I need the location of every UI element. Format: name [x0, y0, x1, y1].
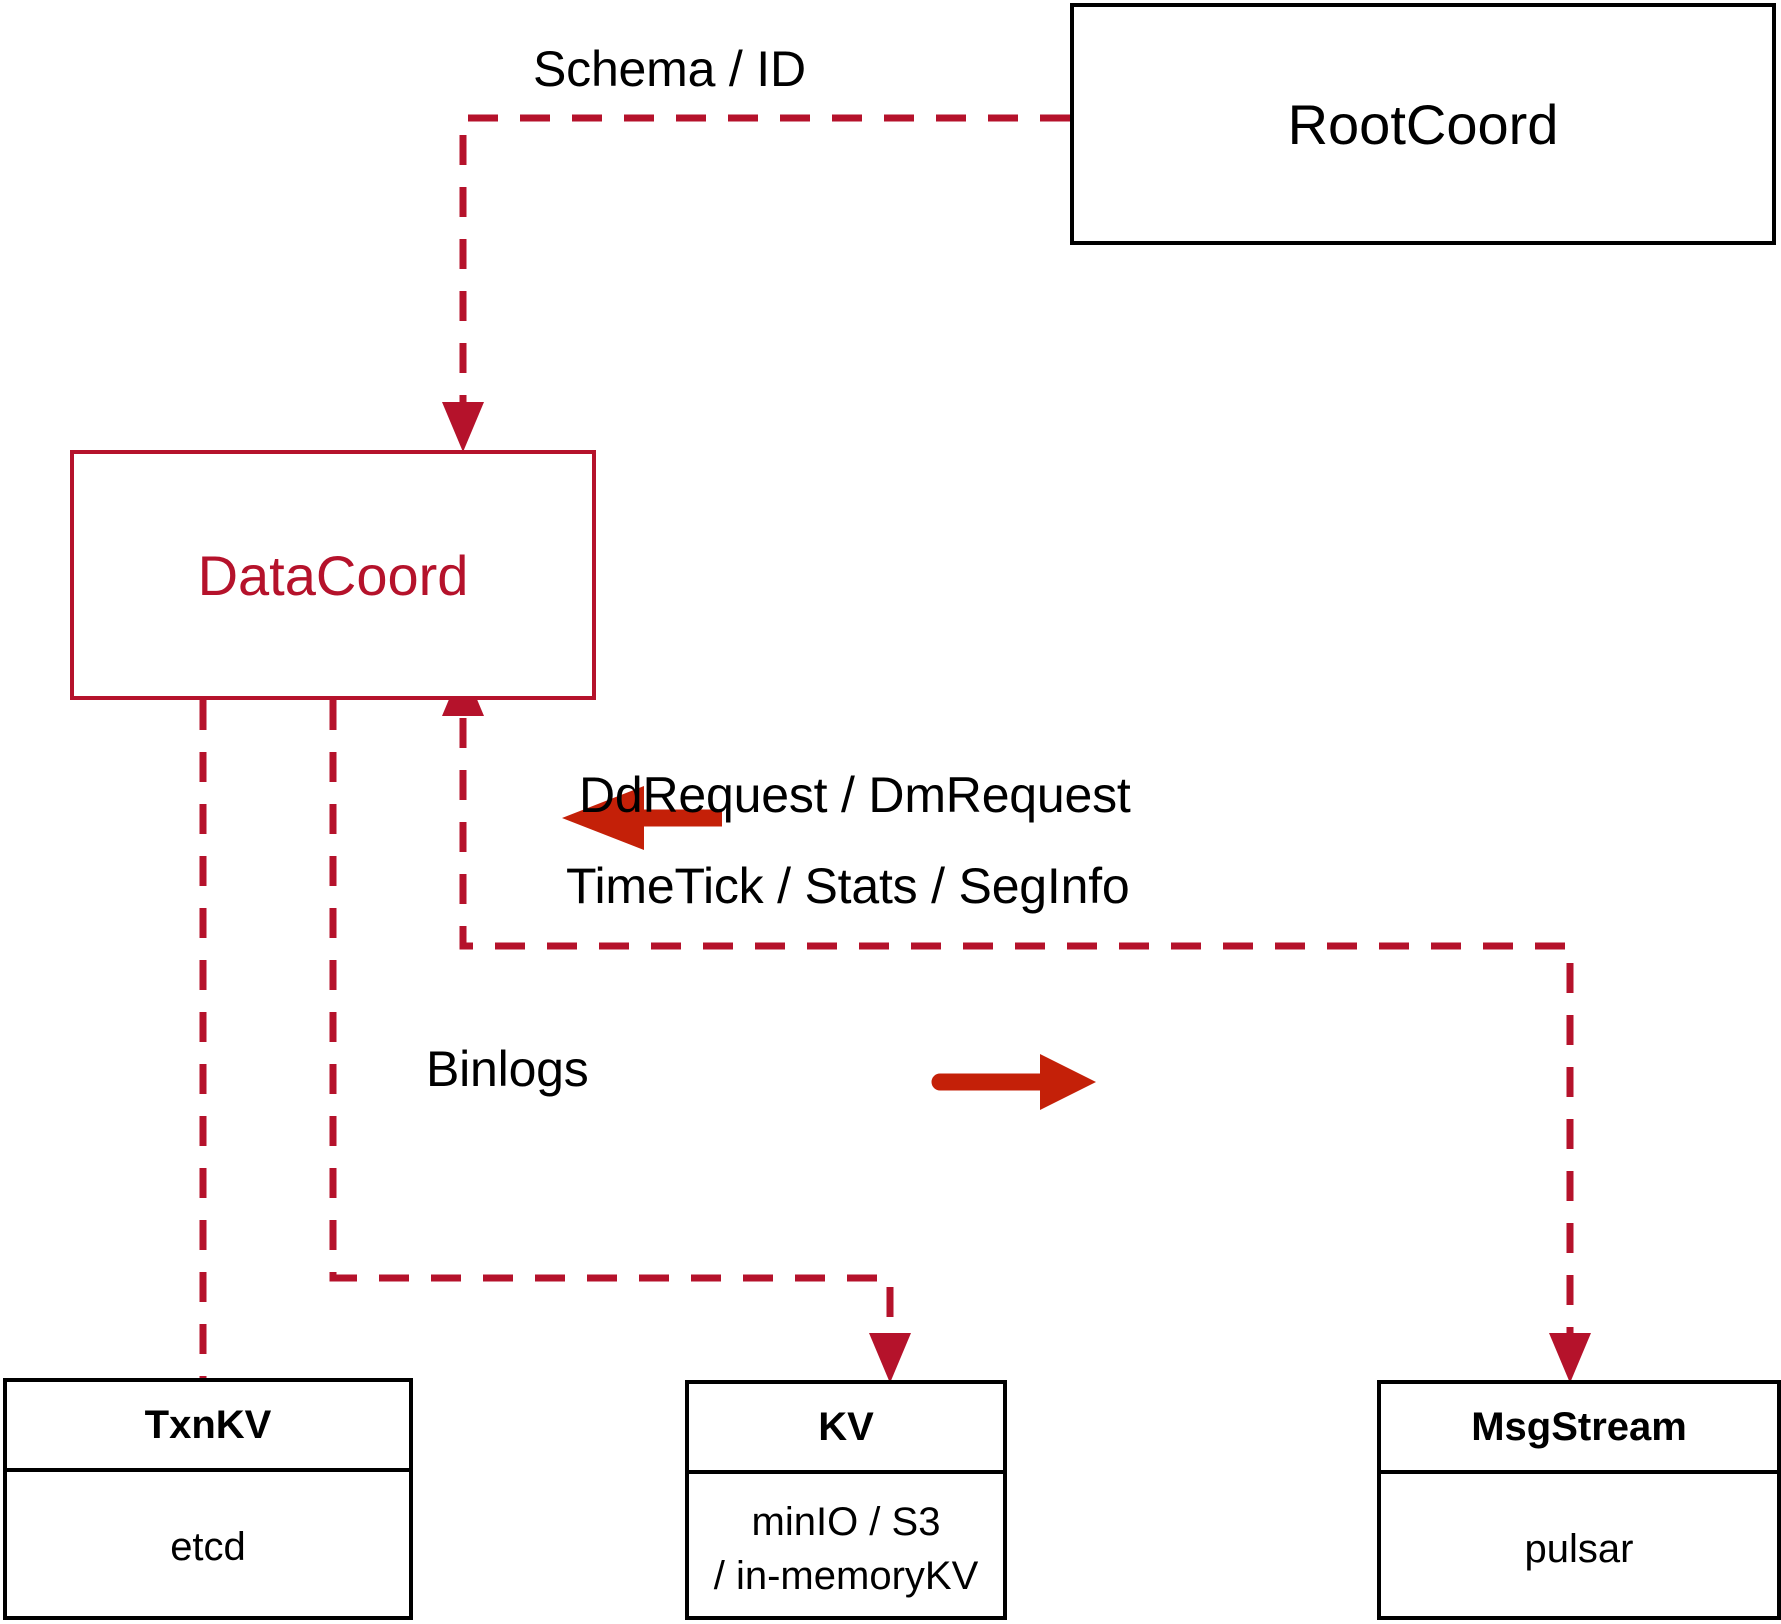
edge-label-timetick-stats-seginfo: TimeTick / Stats / SegInfo — [566, 858, 1130, 914]
node-rootcoord[interactable]: RootCoord — [1070, 3, 1776, 245]
node-kv-body-line-1: / in-memoryKV — [713, 1554, 979, 1598]
node-msgstream-body: pulsar — [1381, 1474, 1777, 1624]
node-kv-body-line-0: minIO / S3 — [751, 1500, 941, 1544]
node-msgstream[interactable]: MsgStream pulsar — [1377, 1380, 1781, 1620]
node-rootcoord-label: RootCoord — [1287, 92, 1559, 156]
edge-label-binlogs: Binlogs — [426, 1041, 589, 1097]
node-txnkv-divider — [7, 1468, 409, 1472]
node-txnkv-body-line-0: etcd — [170, 1525, 246, 1569]
node-datacoord-label: DataCoord — [197, 543, 469, 607]
node-kv-divider — [689, 1470, 1003, 1474]
edge-label-schema-id: Schema / ID — [533, 41, 806, 97]
node-datacoord[interactable]: DataCoord — [70, 450, 596, 700]
edge-label-dd-dm-request: DdRequest / DmRequest — [579, 767, 1131, 823]
edge-schema-id — [442, 114, 1070, 452]
node-txnkv-title: TxnKV — [144, 1402, 272, 1447]
node-kv-title: KV — [818, 1404, 874, 1449]
node-msgstream-divider — [1381, 1470, 1777, 1474]
node-kv-body: minIO / S3 / in-memoryKV — [689, 1474, 1003, 1624]
node-msgstream-title: MsgStream — [1471, 1404, 1687, 1449]
arrow-timetick-stats-seginfo — [931, 1054, 1096, 1110]
node-txnkv-body: etcd — [7, 1472, 409, 1622]
node-msgstream-body-line-0: pulsar — [1524, 1527, 1634, 1571]
node-txnkv[interactable]: TxnKV etcd — [3, 1378, 413, 1620]
node-kv[interactable]: KV minIO / S3 / in-memoryKV — [685, 1380, 1007, 1620]
